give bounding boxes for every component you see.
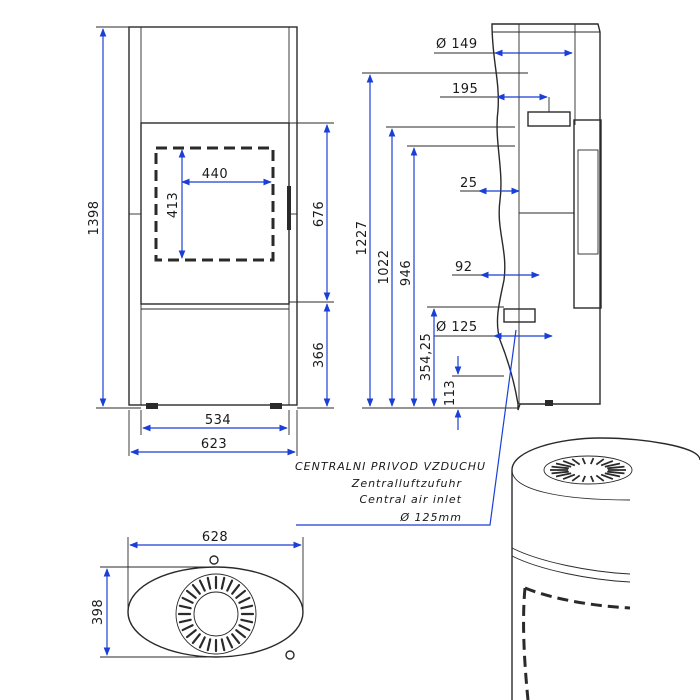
grille-slot bbox=[595, 474, 605, 482]
grille-slot bbox=[198, 636, 206, 649]
grille-slot bbox=[178, 604, 192, 610]
grille-slot bbox=[178, 618, 192, 624]
grille-slot bbox=[220, 576, 226, 590]
grille-slot bbox=[581, 475, 586, 483]
dim-height-1227: 1227 bbox=[355, 220, 370, 255]
top-view: 628 398 bbox=[91, 530, 304, 660]
air-inlet-leader bbox=[296, 329, 517, 526]
grille-slot bbox=[600, 473, 614, 480]
side-view: Ø 149 195 1227 1022 946 25 92 Ø 125 bbox=[296, 23, 602, 526]
dim-height-1022: 1022 bbox=[377, 249, 392, 284]
grille-slot bbox=[181, 596, 194, 604]
dim-glass-height-413: 413 bbox=[166, 192, 181, 218]
grille-slot bbox=[551, 465, 569, 470]
grille-slot bbox=[607, 465, 625, 470]
perspective-view bbox=[511, 437, 700, 700]
dim-height-1398: 1398 bbox=[87, 200, 102, 235]
dim-flue-offset-195: 195 bbox=[452, 82, 478, 97]
top-grille-outer bbox=[175, 573, 257, 655]
grille-slot bbox=[600, 460, 614, 467]
dim-height-354: 354,25 bbox=[419, 333, 434, 382]
side-door-edge bbox=[573, 119, 602, 309]
dim-top-depth-398: 398 bbox=[91, 599, 106, 625]
grille-slot bbox=[555, 472, 572, 478]
note-line-3: Central air inlet bbox=[359, 493, 462, 506]
stove-body-outline bbox=[128, 26, 298, 406]
grille-slot bbox=[235, 629, 247, 639]
front-view: 1398 440 413 676 366 534 623 bbox=[87, 26, 334, 456]
grille-slot bbox=[220, 638, 226, 652]
air-inlet-stub bbox=[503, 308, 536, 323]
grille-slot bbox=[206, 638, 212, 652]
grille-slot bbox=[226, 579, 234, 592]
grille-slot bbox=[231, 583, 241, 595]
grille-slot bbox=[191, 583, 201, 595]
door-frame bbox=[140, 122, 290, 305]
grille-slot bbox=[595, 458, 605, 466]
grille-slot bbox=[191, 633, 201, 645]
dim-offset-25: 25 bbox=[460, 176, 478, 191]
air-inlet-note: CENTRALNI PRIVOD VZDUCHU Zentralluftzufu… bbox=[295, 460, 486, 524]
top-foot-knob bbox=[285, 650, 295, 660]
perspective-grille bbox=[543, 455, 633, 485]
dim-inner-width-534: 534 bbox=[205, 413, 231, 428]
dim-lower-height-366: 366 bbox=[312, 342, 327, 368]
grille-slot bbox=[181, 624, 194, 632]
grille-slot bbox=[185, 589, 197, 599]
grille-slot bbox=[238, 596, 251, 604]
grille-slot bbox=[562, 460, 576, 467]
dim-total-width-623: 623 bbox=[201, 437, 227, 452]
foot-right bbox=[270, 403, 282, 409]
flue-outlet bbox=[527, 111, 571, 127]
grille-slot bbox=[185, 629, 197, 639]
grille-slot bbox=[238, 624, 251, 632]
grille-slot bbox=[198, 579, 206, 592]
top-knob bbox=[209, 555, 219, 565]
dim-door-height-676: 676 bbox=[312, 201, 327, 227]
dim-height-113: 113 bbox=[443, 380, 458, 406]
door-handle bbox=[287, 186, 291, 230]
foot-left bbox=[146, 403, 158, 409]
grille-slot bbox=[555, 462, 572, 468]
grille-slot bbox=[571, 474, 581, 482]
note-line-2: Zentralluftzufuhr bbox=[351, 477, 463, 490]
grille-slot bbox=[206, 576, 212, 590]
dim-top-width-628: 628 bbox=[202, 530, 228, 545]
grille-slot bbox=[551, 470, 569, 475]
grille-slot bbox=[607, 470, 625, 475]
grille-slot bbox=[604, 462, 621, 468]
dim-flue-diameter: Ø 149 bbox=[436, 37, 478, 52]
top-grille-slots bbox=[177, 575, 255, 653]
perspective-grille-slots bbox=[550, 457, 626, 483]
grille-slot bbox=[581, 457, 586, 465]
grille-slot bbox=[562, 473, 576, 480]
dim-glass-width-440: 440 bbox=[202, 167, 228, 182]
grille-slot bbox=[231, 633, 241, 645]
grille-slot bbox=[226, 636, 234, 649]
dim-height-946: 946 bbox=[399, 260, 414, 286]
dim-air-diameter: Ø 125 bbox=[436, 320, 478, 335]
dim-offset-92: 92 bbox=[455, 260, 473, 275]
glass-window bbox=[154, 146, 275, 262]
grille-slot bbox=[240, 618, 254, 624]
grille-slot bbox=[590, 457, 595, 465]
grille-slot bbox=[571, 458, 581, 466]
note-line-4: Ø 125mm bbox=[399, 511, 462, 524]
perspective-outline bbox=[511, 437, 700, 700]
grille-slot bbox=[235, 589, 247, 599]
side-body-outline bbox=[491, 23, 601, 411]
note-line-1: CENTRALNI PRIVOD VZDUCHU bbox=[295, 460, 486, 473]
grille-slot bbox=[240, 604, 254, 610]
grille-slot bbox=[604, 472, 621, 478]
grille-slot bbox=[590, 475, 595, 483]
